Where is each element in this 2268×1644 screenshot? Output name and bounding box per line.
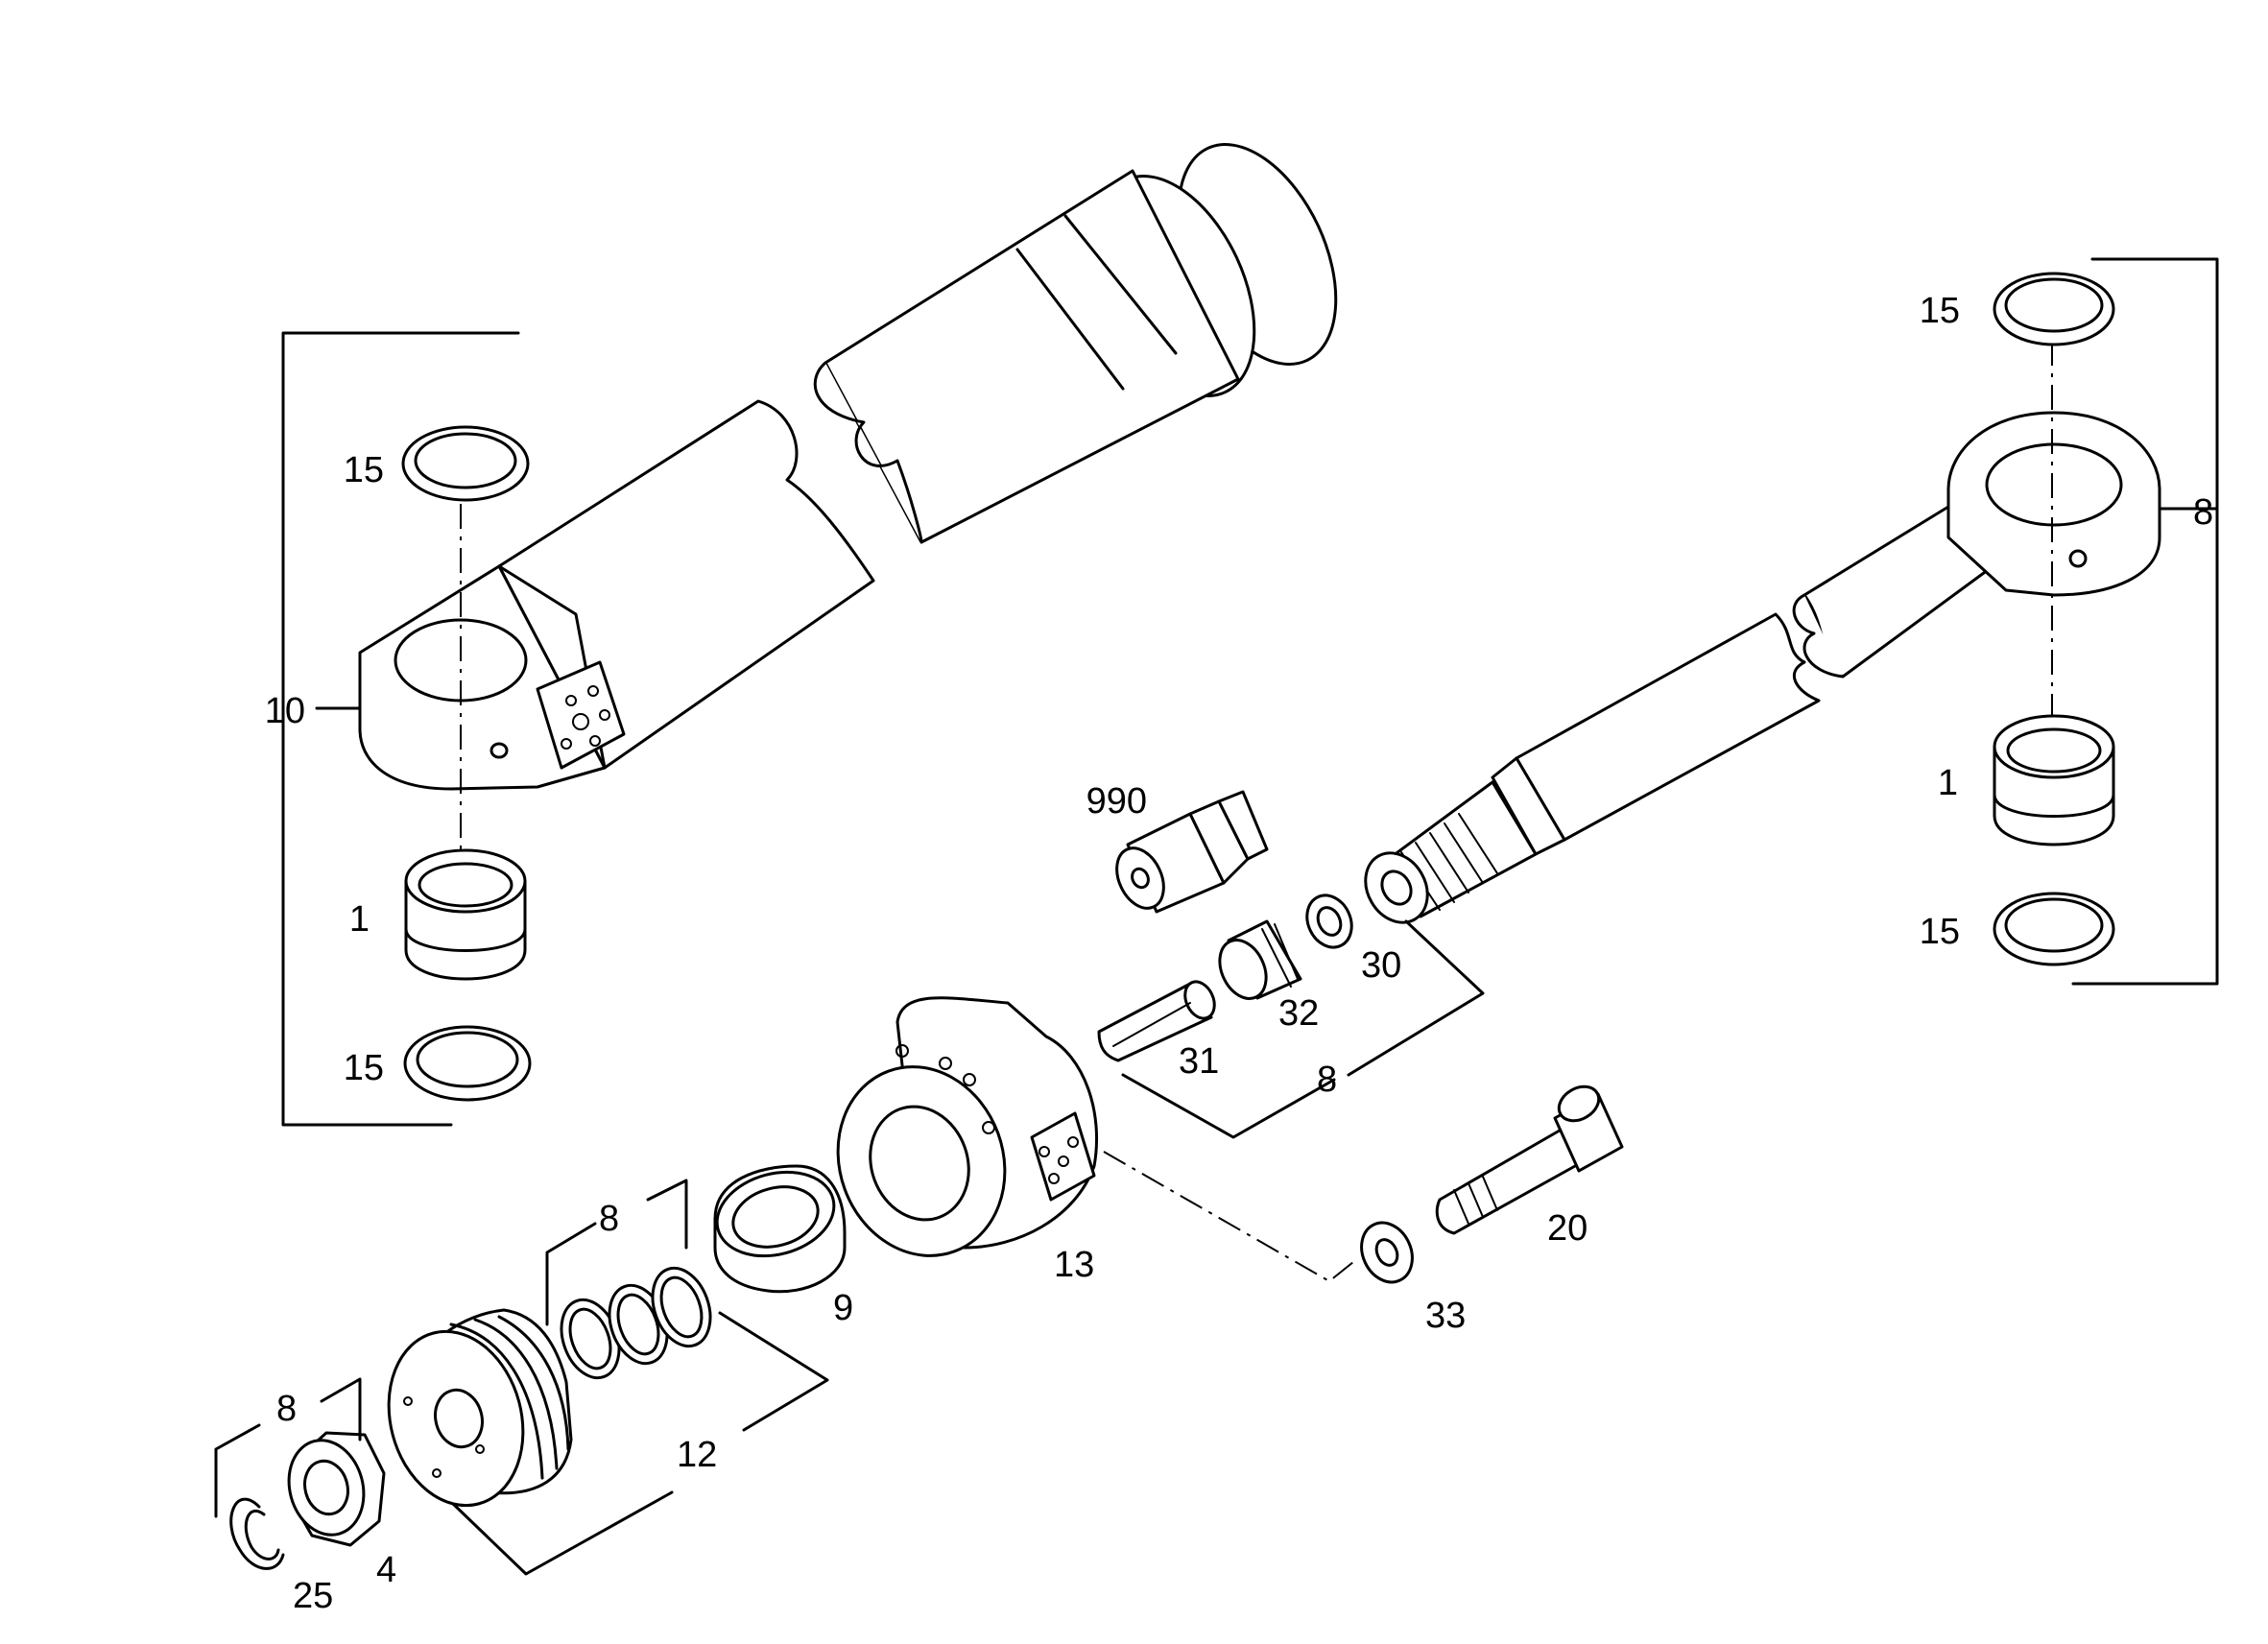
right-bushing [1993,714,2115,846]
label-1-left: 1 [349,899,370,940]
label-12: 12 [677,1435,717,1475]
label-30: 30 [1361,945,1401,986]
piston-rod [1364,411,2161,924]
slotted-nut-32 [1218,919,1302,1000]
label-32: 32 [1278,993,1319,1034]
label-990: 990 [1086,781,1147,822]
ring-nut-30 [1305,893,1353,949]
cylinder-head-13 [836,996,1099,1257]
label-8-nut: 8 [276,1389,297,1429]
bracket-12 [449,1311,829,1576]
label-15-right-top: 15 [1920,291,1960,331]
lock-nut-4 [287,1431,386,1547]
bracket-8-kit [1121,919,1485,1139]
label-4: 4 [376,1550,396,1590]
label-10: 10 [265,691,305,731]
head-bolt-axis [1103,1151,1354,1283]
bracket-8-nut [214,1377,362,1518]
tool-part-990 [1115,790,1269,914]
label-25: 25 [293,1576,333,1616]
label-8-right: 8 [2193,492,2213,533]
seal-rings [560,1266,712,1380]
label-8-seals: 8 [599,1199,619,1239]
split-pin-31 [1097,980,1216,1062]
label-31: 31 [1179,1041,1219,1082]
circlip-25 [229,1497,285,1570]
guide-bush-9 [713,1164,847,1294]
left-bushing [404,848,527,981]
bracket-10 [281,331,520,1127]
bracket-8-seals [545,1179,688,1326]
label-8-kit: 8 [1317,1060,1337,1100]
washer-33 [1360,1221,1414,1284]
left-seal-bottom [403,1025,532,1102]
label-20: 20 [1547,1208,1588,1249]
right-seal-bottom [1993,892,2115,966]
label-15-right-bottom: 15 [1920,912,1960,952]
piston [387,1308,573,1508]
cylinder-barrel [358,143,1338,791]
label-15-left-bottom: 15 [344,1048,384,1088]
left-seal-top [401,425,530,502]
right-seal-top [1993,272,2115,346]
label-33: 33 [1425,1296,1466,1336]
label-9: 9 [833,1288,853,1328]
label-13: 13 [1054,1245,1094,1285]
label-1-right: 1 [1938,763,1958,803]
label-15-left-top: 15 [344,450,384,490]
bracket-8-right [2071,257,2219,986]
head-bolt-20 [1435,1084,1624,1235]
